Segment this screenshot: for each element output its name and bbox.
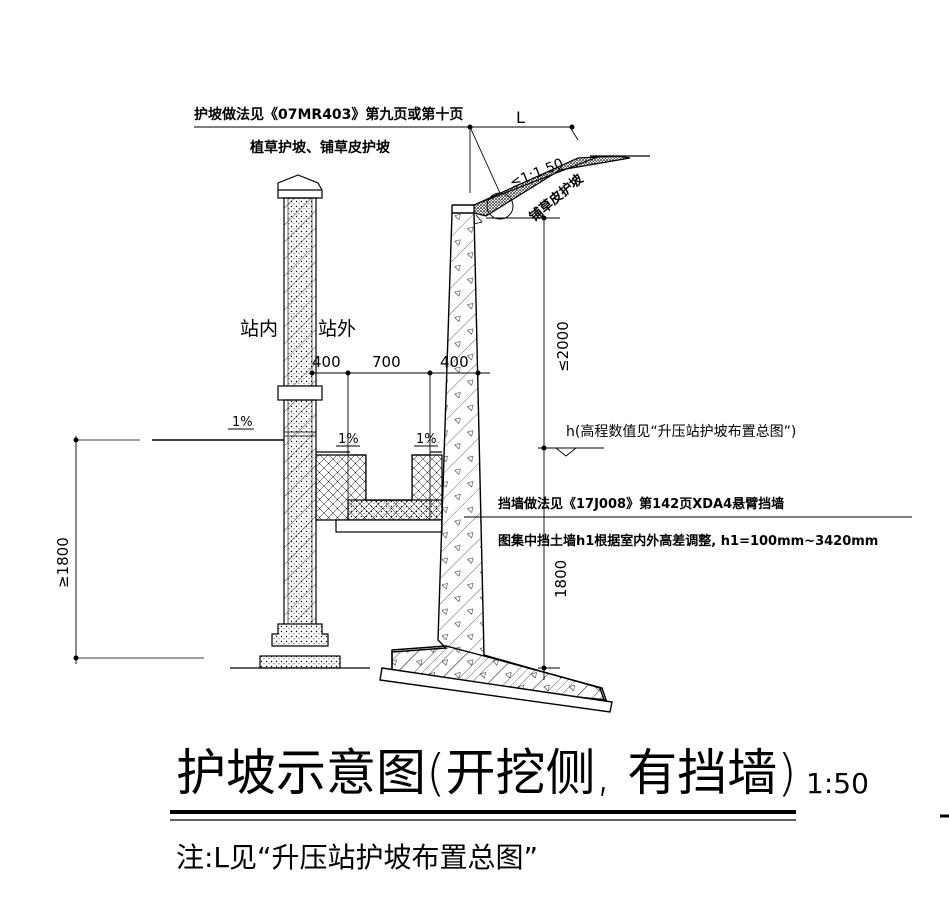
outside-station-label: 站外 [318,318,356,340]
slope-ratio-label: ≤1:1.50 [508,156,566,192]
retaining-wall-note: 图集中挡土墙h1根据室内外高差调整, h1=100mm~3420mm [498,533,878,549]
dim-1800: 1800 [552,560,570,598]
dim-min-1800: ≥1800 [54,537,72,588]
retaining-wall [379,204,613,713]
grade-marks [228,428,438,447]
drainage-ditch [315,440,443,533]
drawing-scale: 1:50 [806,767,869,800]
grade-ditch-right: 1% [416,432,437,447]
drawing-note: 注:L见“升压站护坡布置总图” [176,841,538,874]
dim-400-left: 400 [312,353,341,371]
drawing-title: 护坡示意图(开挖侧, 有挡墙) [176,744,797,802]
grade-ground: 1% [232,415,253,430]
slope-length-label: L [516,108,525,127]
dim-400-right: 400 [440,353,469,371]
dimension-ticks [73,124,575,671]
turf-slope [473,155,650,225]
dim-2000: ≤2000 [554,321,572,372]
grade-ditch-left: 1% [338,432,359,447]
inside-station-label: 站内 [240,318,278,340]
slope-method-note: 护坡做法见《07MR403》第九页或第十页 [194,106,463,123]
retaining-wall-method: 挡墙做法见《17J008》第142页XDA4悬臂挡墙 [498,496,784,512]
boundary-wall-post [230,174,370,669]
ground-line-inside [76,439,284,659]
dim-700: 700 [372,353,401,371]
elevation-note: h(高程数值见“升压站护坡布置总图”) [566,423,796,440]
slope-types-note: 植草护坡、铺草皮护坡 [249,139,391,156]
